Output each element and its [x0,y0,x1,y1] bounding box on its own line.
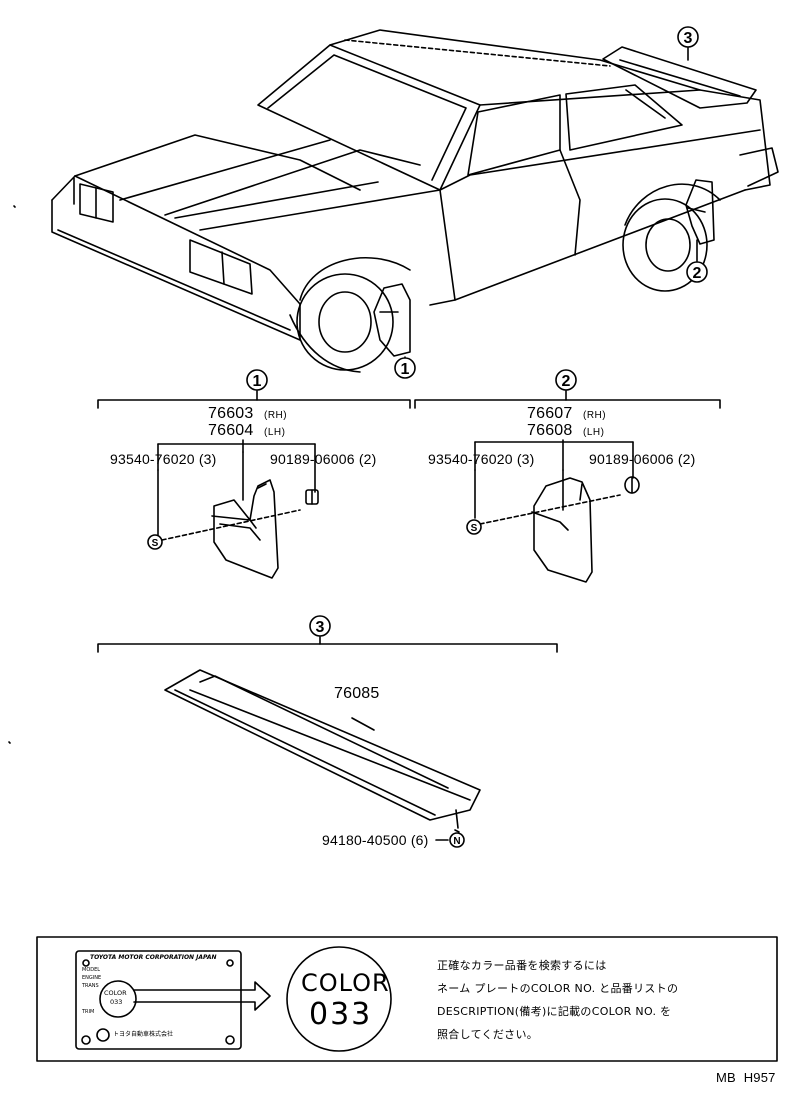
footer-code: MB H957 [716,1070,776,1085]
callout-1-car-text: 1 [401,361,410,378]
plate-logo-mark [96,1028,110,1042]
plate-footer: トヨタ自動車株式会社 [113,1031,174,1038]
g1-tag-rh: (RH) [264,410,288,421]
g1-part-lh: 76604 [208,422,254,439]
callout-1-car [394,357,416,379]
callout-3-car-text: 3 [684,30,693,47]
note-line-3: DESCRIPTION(備考)に記載のCOLOR NO. を [437,1005,672,1018]
g3-bolt-part: 94180-40500 (6) [322,832,429,848]
callout-s-group2-text: S [471,523,478,534]
plate-row-trans: TRANS [82,983,99,989]
note-line-2: ネーム プレートのCOLOR NO. と品番リストの [437,982,679,995]
g1-screw-part: 93540-76020 (3) [110,451,217,467]
color-box-frame [36,936,778,1062]
g2-clip-part: 90189-06006 (2) [589,451,696,467]
plate-color-word: COLOR [104,989,127,997]
callout-n-group3-text: N [453,836,460,847]
g2-part-rh: 76607 [527,405,573,422]
callout-s-group1 [147,534,163,550]
g2-screw-part: 93540-76020 (3) [428,451,535,467]
g2-tag-rh: (RH) [583,410,607,421]
g1-part-rh: 76603 [208,405,254,422]
callout-2-car [686,261,708,283]
g3-spoiler-part: 76085 [334,685,380,702]
callout-n-group3 [449,832,465,848]
callout-1-group-text: 1 [253,373,262,390]
color-number-large: 033 [309,997,373,1032]
note-line-1: 正確なカラー品番を検索するには [437,959,607,972]
color-word-large: COLOR [301,969,390,997]
plate-row-trim: TRIM [82,1009,95,1015]
plate-row-model: MODEL [82,967,101,973]
callout-s-group2 [466,519,482,535]
group1-parts [97,390,411,579]
note-line-4: 照合してください。 [437,1028,539,1041]
callout-s-group1-text: S [152,538,159,549]
plate-row-engine: ENGINE [82,975,102,981]
g2-tag-lh: (LH) [583,427,605,438]
callout-1-group [246,369,268,391]
plate-header: TOYOTA MOTOR CORPORATION JAPAN [90,954,217,961]
car-illustration [8,29,779,744]
callout-3-group-text: 3 [316,619,325,636]
callout-2-group [555,369,577,391]
callout-2-group-text: 2 [562,373,571,390]
callout-3-car [677,26,699,48]
callout-2-car-text: 2 [693,265,702,282]
plate-color-number: 033 [110,998,123,1006]
g1-tag-lh: (LH) [264,427,286,438]
group2-parts [414,390,721,583]
group3-parts [97,636,558,841]
g2-part-lh: 76608 [527,422,573,439]
color-instructions: 正確なカラー品番を検索するには ネーム プレートのCOLOR NO. と品番リス… [437,954,678,1046]
callout-3-group [309,615,331,637]
g1-clip-part: 90189-06006 (2) [270,451,377,467]
